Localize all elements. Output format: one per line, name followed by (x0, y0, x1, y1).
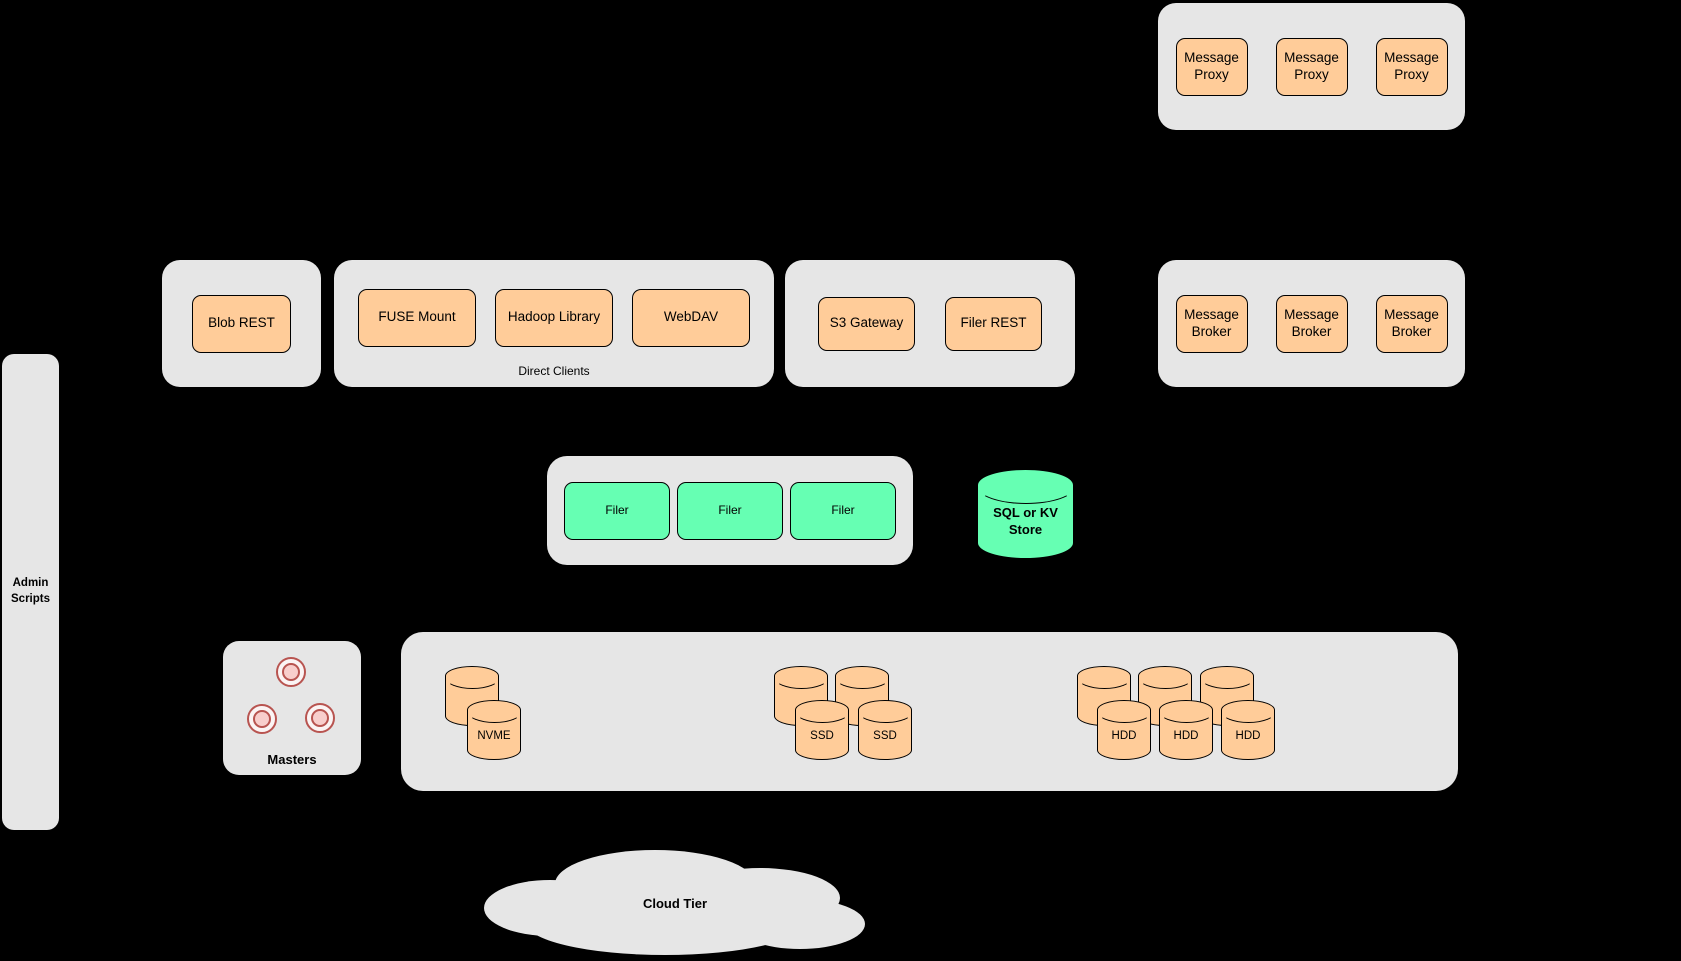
message-broker-node: Message Broker (1375, 294, 1448, 353)
filer-rest-node: Filer REST (945, 296, 1042, 351)
message-broker-node: Message Broker (1175, 294, 1248, 353)
direct-clients-group: FUSE Mount Hadoop Library WebDAV Direct … (334, 260, 774, 387)
message-proxy-node: Message Proxy (1175, 37, 1248, 96)
master-ring-icon (247, 704, 277, 734)
admin-scripts-label: Admin Scripts (11, 577, 50, 605)
fuse-mount-node: FUSE Mount (358, 288, 476, 347)
masters-label: Masters (267, 752, 317, 767)
masters-panel: Masters (223, 641, 361, 775)
hdd-cylinder: HDD (1158, 700, 1214, 760)
message-broker-group: Message Broker Message Broker Message Br… (1158, 260, 1465, 387)
admin-scripts-panel: Admin Scripts (2, 354, 59, 830)
filer-group: Filer Filer Filer (547, 456, 913, 565)
blob-rest-node: Blob REST (192, 294, 291, 353)
s3-gateway-node: S3 Gateway (818, 296, 915, 351)
hdd-cylinder: HDD (1096, 700, 1152, 760)
ssd-cylinder: SSD (794, 700, 850, 760)
message-proxy-node: Message Proxy (1275, 37, 1348, 96)
blob-rest-row: Blob REST (162, 260, 321, 387)
message-proxy-group: Message Proxy Message Proxy Message Prox… (1158, 3, 1465, 130)
blob-rest-group: Blob REST (162, 260, 321, 387)
filer-node: Filer (790, 481, 896, 540)
master-ring-icon (305, 703, 335, 733)
message-broker-row: Message Broker Message Broker Message Br… (1158, 260, 1465, 387)
message-proxy-row: Message Proxy Message Proxy Message Prox… (1158, 3, 1465, 130)
hadoop-library-node: Hadoop Library (495, 288, 613, 347)
direct-clients-caption: Direct Clients (518, 364, 590, 378)
cloud-icon (484, 850, 865, 955)
nvme-cylinder: NVME (466, 700, 522, 760)
filer-node: Filer (677, 481, 783, 540)
filer-row: Filer Filer Filer (547, 456, 913, 565)
volume-servers-panel: NVME SSD SSD HDD HDD HDD (401, 632, 1458, 791)
ssd-cylinder: SSD (857, 700, 913, 760)
webdav-node: WebDAV (632, 288, 750, 347)
hdd-cylinder: HDD (1220, 700, 1276, 760)
gateway-group: S3 Gateway Filer REST (785, 260, 1075, 387)
sql-kv-store-cylinder: SQL or KV Store (976, 469, 1075, 559)
gateway-row: S3 Gateway Filer REST (785, 260, 1075, 387)
filer-node: Filer (564, 481, 670, 540)
direct-clients-row: FUSE Mount Hadoop Library WebDAV (334, 260, 774, 387)
cloud-tier-label: Cloud Tier (642, 895, 708, 911)
master-ring-icon (276, 657, 306, 687)
message-proxy-node: Message Proxy (1375, 37, 1448, 96)
cloud-tier-shape: Cloud Tier (480, 846, 870, 959)
message-broker-node: Message Broker (1275, 294, 1348, 353)
